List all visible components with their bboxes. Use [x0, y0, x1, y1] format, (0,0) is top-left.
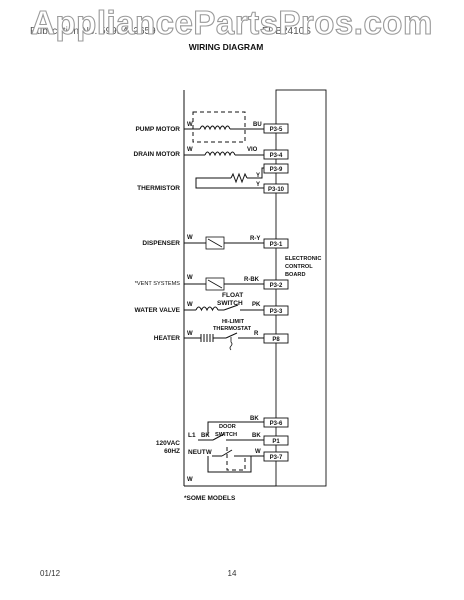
hi-limit-label-1: HI-LIMIT [222, 319, 245, 325]
door-wire-bk-p36: BK [250, 416, 259, 422]
p1-wire-bk: BK [252, 433, 261, 439]
vent-systems-label: *VENT SYSTEMS [135, 281, 181, 287]
door-switch-label-2: SWITCH [215, 432, 237, 438]
hi-limit-label-2: THERMOSTAT [213, 326, 252, 332]
terminal-p3-5-label: P3-5 [270, 127, 283, 133]
heater-element-icon [200, 334, 214, 342]
terminal-p3-4-label: P3-4 [270, 153, 283, 159]
page-number: 14 [228, 569, 237, 578]
vent-solenoid-icon [205, 277, 225, 291]
power-label-2: 60HZ [164, 448, 180, 455]
door-switch-loop-wire [207, 456, 252, 473]
terminal-p8 [263, 333, 289, 344]
terminal-p1 [263, 435, 289, 446]
vent-wire-rbk: R-BK [244, 277, 260, 283]
terminal-p3-3 [263, 305, 289, 316]
thermistor-wire-y-top: Y [256, 173, 260, 179]
pump-wire-w: W [187, 122, 193, 128]
float-switch-label-1: FLOAT [222, 292, 243, 299]
board-label-3: BOARD [285, 272, 306, 278]
publication-number: Publication No. 5995442659 [30, 26, 156, 37]
drain-wire-w: W [187, 147, 193, 153]
door-switch-l1-contact-icon [212, 433, 225, 441]
pump-motor-coil-icon [199, 125, 231, 131]
bottom-wire-w: W [187, 477, 193, 483]
thermistor-resistor-icon [230, 172, 248, 184]
terminal-p3-6-label: P3-6 [270, 421, 283, 427]
drain-motor-label: DRAIN MOTOR [134, 151, 181, 158]
pump-wire-bu: BU [253, 122, 262, 128]
vent-wire-w: W [187, 275, 193, 281]
p3-7-wire-w: W [255, 449, 261, 455]
thermistor-label: THERMISTOR [137, 185, 180, 192]
hi-limit-contact-icon [225, 332, 238, 339]
terminal-p3-7 [263, 451, 289, 462]
dispenser-solenoid-slash [207, 238, 223, 248]
watermark: AppliancePartsPros.com [31, 4, 433, 41]
terminal-p8-label: P8 [272, 337, 280, 343]
terminal-p3-2-label: P3-2 [270, 283, 283, 289]
dispenser-label: DISPENSER [142, 240, 180, 247]
terminal-p3-10-label: P3-10 [268, 187, 285, 193]
dispenser-wire-ry: R-Y [250, 236, 260, 242]
p3-6-wire [207, 421, 264, 436]
terminal-p3-7-label: P3-7 [270, 455, 283, 461]
terminal-p3-5 [263, 123, 289, 134]
terminal-p3-9-label: P3-9 [270, 167, 283, 173]
neut-label: NEUT [188, 449, 206, 456]
terminal-p3-1 [263, 238, 289, 249]
dispenser-wire-w: W [187, 235, 193, 241]
neut-wire-w: W [206, 450, 212, 456]
l1-wire-bk: BK [201, 433, 210, 439]
heater-label: HEATER [154, 335, 181, 342]
heater-wire-r: R [254, 331, 259, 337]
terminal-p3-10 [263, 183, 289, 194]
diagram-title: WIRING DIAGRAM [189, 42, 264, 52]
footer-date: 01/12 [40, 569, 61, 578]
dispenser-solenoid-icon [205, 236, 225, 250]
pump-motor-dashed-box [192, 111, 246, 143]
hi-limit-sensor-icon [229, 337, 233, 351]
power-label-1: 120VAC [156, 440, 180, 447]
thermistor-wire [195, 167, 264, 189]
door-switch-linkage [226, 447, 246, 471]
door-switch-neut-contact-icon [221, 449, 233, 457]
terminal-p3-2 [263, 279, 289, 290]
board-label-2: CONTROL [285, 264, 313, 270]
water-valve-coil-icon [195, 306, 219, 312]
heater-wire-w: W [187, 331, 193, 337]
valve-wire-w: W [187, 302, 193, 308]
terminal-p3-3-label: P3-3 [270, 309, 283, 315]
drain-wire-vio: VIO [247, 147, 258, 153]
vent-solenoid-slash [207, 279, 223, 289]
thermistor-wire-y-bottom: Y [256, 182, 260, 188]
drain-motor-coil-icon [204, 151, 236, 157]
pump-motor-label: PUMP MOTOR [135, 126, 180, 133]
terminal-p3-1-label: P3-1 [270, 242, 283, 248]
door-switch-label-1: DOOR [219, 424, 236, 430]
float-switch-label-2: SWITCH [217, 300, 243, 307]
board-label-1: ELECTRONIC [285, 256, 321, 262]
terminal-p3-4 [263, 149, 289, 160]
float-switch-contact-icon [223, 304, 239, 311]
terminal-p1-label: P1 [272, 439, 280, 445]
water-valve-label: WATER VALVE [135, 307, 181, 314]
l1-label: L1 [188, 432, 196, 439]
valve-wire-pk: PK [252, 302, 261, 308]
footnote: *SOME MODELS [184, 495, 236, 502]
model-number: FDB2410S [262, 26, 311, 37]
